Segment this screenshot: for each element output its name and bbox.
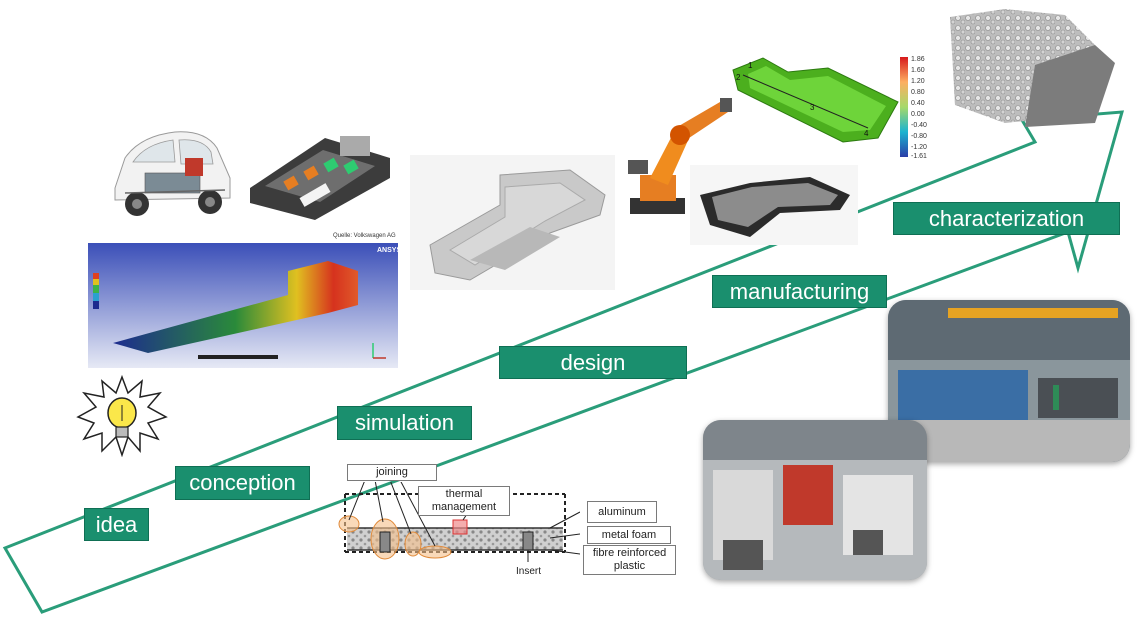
label-thermal-line2: management [431, 501, 497, 513]
production-line-photo [703, 420, 927, 580]
label-fibre-line1: fibre reinforced [592, 547, 667, 560]
colorbar [900, 57, 908, 157]
label-fibre-reinforced-plastic: fibre reinforced plastic [583, 545, 676, 575]
fem-simulation-image [88, 243, 398, 368]
colorbar-tick: -0.80 [911, 133, 927, 140]
colorbar-tick: 1.20 [911, 78, 925, 85]
label-insert: Insert [516, 566, 542, 577]
marker-1: 1 [748, 61, 753, 70]
colorbar-tick: 1.86 [911, 56, 925, 63]
stage-idea: idea [84, 508, 149, 541]
marker-2: 2 [736, 73, 741, 82]
manufactured-tray-image [690, 165, 858, 245]
battery-pack-image [250, 136, 390, 220]
colorbar-tick: -0.40 [911, 122, 927, 129]
stage-characterization: characterization [893, 202, 1120, 235]
colorbar-tick: -1.61 [911, 153, 927, 160]
colorbar-tick: -1.20 [911, 144, 927, 151]
colorbar-tick: 0.00 [911, 111, 925, 118]
source-credit: Quelle: Volkswagen AG [333, 233, 396, 239]
stage-manufacturing: manufacturing [712, 275, 887, 308]
robot-arm-image [628, 98, 732, 214]
colorbar-tick: 1.60 [911, 67, 925, 74]
label-aluminum: aluminum [587, 501, 657, 523]
colorbar-tick: 0.40 [911, 100, 925, 107]
fem-brand-label: ANSYS [377, 247, 402, 254]
tray-deformation-image: 1 2 3 4 [732, 57, 899, 143]
process-arrow-outline [2, 110, 1125, 614]
factory-hall-photo [888, 300, 1130, 462]
colorbar-tick: 0.80 [911, 89, 925, 96]
label-fibre-line2: plastic [613, 560, 646, 572]
label-metal-foam: metal foam [587, 526, 671, 544]
marker-4: 4 [864, 129, 869, 138]
lightbulb-icon [76, 375, 168, 457]
marker-3: 3 [810, 103, 815, 112]
label-thermal-management: thermal management [418, 486, 510, 516]
label-thermal-line1: thermal [445, 488, 483, 501]
label-joining: joining [347, 464, 437, 481]
cad-part-image [410, 155, 615, 290]
sandwich-cross-section [338, 482, 580, 562]
stage-conception: conception [175, 466, 310, 500]
stage-simulation: simulation [337, 406, 472, 440]
colorbar-ticks: 1.86 1.60 1.20 0.80 0.40 0.00 -0.40 -0.8… [911, 56, 939, 160]
car-chassis-image [114, 131, 231, 216]
ct-scan-image [950, 9, 1115, 127]
stage-design: design [499, 346, 687, 379]
